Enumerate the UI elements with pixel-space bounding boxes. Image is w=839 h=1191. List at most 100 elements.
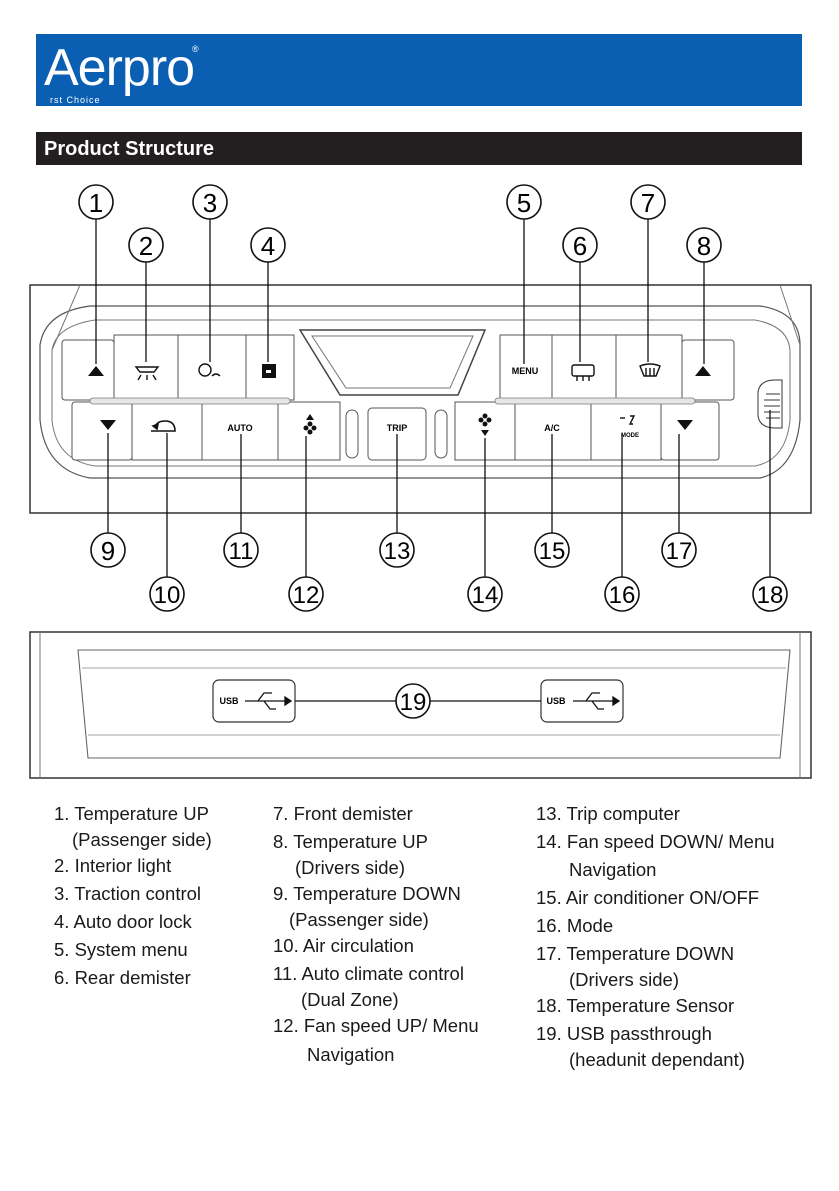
legend-item: 3. Traction control [54, 883, 202, 904]
usb-port-right: USB [540, 679, 624, 723]
display-window [298, 329, 487, 396]
slot-right [434, 409, 448, 459]
svg-text:7: 7 [641, 188, 655, 218]
air-circulation-icon [151, 420, 176, 432]
btn-temp-up-driver [681, 339, 735, 401]
legend-text: 9. Temperature DOWN [273, 883, 461, 904]
legend-subtext: Navigation [569, 859, 657, 880]
legend-subtext: (Passenger side) [289, 909, 429, 930]
fan-up-icon [303, 414, 317, 435]
btn-mode [590, 401, 662, 461]
callout-12: 12 [288, 576, 324, 612]
trip-label: TRIP [387, 423, 408, 433]
legend-text: 14. Fan speed DOWN/ Menu [536, 831, 775, 852]
legend-item: 1. Temperature UP (Passenger side) [54, 800, 212, 852]
triangle-up-icon [88, 366, 104, 376]
callout-14: 14 [467, 576, 503, 612]
usb-panel-bezel [77, 649, 791, 759]
fan-down-icon [478, 413, 492, 436]
svg-text:12: 12 [293, 582, 320, 609]
btn-ac [514, 401, 592, 461]
callout-8: 8 [686, 227, 722, 263]
svg-text:10: 10 [154, 582, 181, 609]
svg-text:9: 9 [101, 536, 115, 566]
svg-text:14: 14 [472, 582, 499, 609]
legend-subtext: (Passenger side) [72, 829, 212, 850]
callout-2: 2 [128, 227, 164, 263]
triangle-down-icon [100, 420, 116, 430]
slot-left [345, 409, 359, 459]
btn-rear-demister [551, 334, 617, 401]
btn-traction-control [177, 334, 247, 401]
legend-item: 14. Fan speed DOWN/ Menu Navigation [536, 828, 775, 884]
traction-control-icon [198, 363, 221, 377]
legend-item: 15. Air conditioner ON/OFF [536, 887, 760, 908]
legend-item: 10. Air circulation [273, 935, 414, 956]
btn-front-demister [615, 334, 683, 401]
door-lock-icon [262, 364, 276, 378]
callout-5: 5 [506, 184, 542, 220]
legend-item: 2. Interior light [54, 855, 172, 876]
auto-label: AUTO [227, 423, 252, 433]
legend-text: 19. USB passthrough [536, 1023, 712, 1044]
svg-text:4: 4 [261, 231, 275, 261]
svg-text:8: 8 [697, 231, 711, 261]
svg-text:5: 5 [517, 188, 531, 218]
callout-3: 3 [192, 184, 228, 220]
mode-icon [620, 415, 636, 425]
svg-text:11: 11 [229, 538, 254, 565]
btn-temp-down-driver [660, 401, 720, 461]
legend-item: 4. Auto door lock [54, 911, 192, 932]
usb-icon [245, 692, 293, 710]
legend-column-2: 7. Front demister 8. Temperature UP (Dri… [273, 800, 479, 1070]
usb-port-left: USB [212, 679, 296, 723]
svg-text:15: 15 [539, 538, 566, 565]
control-panel-diagram: MENU AUTO TRIP A/C MODE [29, 184, 812, 779]
legend-column-3: 13. Trip computer 14. Fan speed DOWN/ Me… [536, 800, 775, 1072]
panel-bezel-outer [39, 305, 801, 479]
callout-4: 4 [250, 227, 286, 263]
legend-subtext: Navigation [307, 1044, 395, 1065]
legend-text: 1. Temperature UP [54, 803, 209, 824]
triangle-up-icon [695, 366, 711, 376]
legend-item: 8. Temperature UP (Drivers side) [273, 828, 479, 880]
btn-temp-up-passenger [61, 339, 115, 401]
callout-10: 10 [149, 576, 185, 612]
legend-item: 13. Trip computer [536, 803, 680, 824]
svg-text:USB: USB [219, 696, 239, 706]
panel-bezel-inner [51, 319, 791, 467]
legend-item: 19. USB passthrough (headunit dependant) [536, 1020, 775, 1072]
menu-label: MENU [512, 366, 539, 376]
legend-text: 12. Fan speed UP/ Menu [273, 1015, 479, 1036]
legend-subtext: (headunit dependant) [569, 1049, 745, 1070]
svg-text:6: 6 [573, 231, 587, 261]
svg-text:19: 19 [400, 689, 427, 716]
svg-text:3: 3 [203, 188, 217, 218]
legend-text: 17. Temperature DOWN [536, 943, 735, 964]
callout-15: 15 [534, 532, 570, 568]
legend-subtext: (Dual Zone) [301, 989, 399, 1010]
mode-label: MODE [621, 433, 639, 439]
logo-wordmark: Aerpro [44, 39, 195, 97]
legend-item: 6. Rear demister [54, 967, 191, 988]
svg-text:1: 1 [89, 188, 103, 218]
callout-7: 7 [630, 184, 666, 220]
legend-item: 11. Auto climate control (Dual Zone) [273, 960, 479, 1012]
callout-18: 18 [752, 576, 788, 612]
section-title: Product Structure [44, 138, 215, 160]
callout-6: 6 [562, 227, 598, 263]
legend-item: 12. Fan speed UP/ Menu Navigation [273, 1012, 479, 1070]
callout-11: 11 [223, 532, 259, 568]
svg-text:16: 16 [609, 582, 636, 609]
ac-label: A/C [544, 423, 560, 433]
svg-text:18: 18 [757, 582, 784, 609]
legend-text: 11. Auto climate control [273, 963, 464, 984]
legend-subtext: (Drivers side) [569, 969, 679, 990]
svg-text:13: 13 [384, 538, 411, 565]
svg-text:USB: USB [546, 696, 566, 706]
logo-registered-mark: ® [192, 44, 199, 54]
section-header: Product Structure [36, 132, 802, 165]
legend-item: 17. Temperature DOWN (Drivers side) [536, 940, 775, 992]
callout-17: 17 [661, 532, 697, 568]
legend-column-1: 1. Temperature UP (Passenger side) 2. In… [54, 800, 212, 992]
